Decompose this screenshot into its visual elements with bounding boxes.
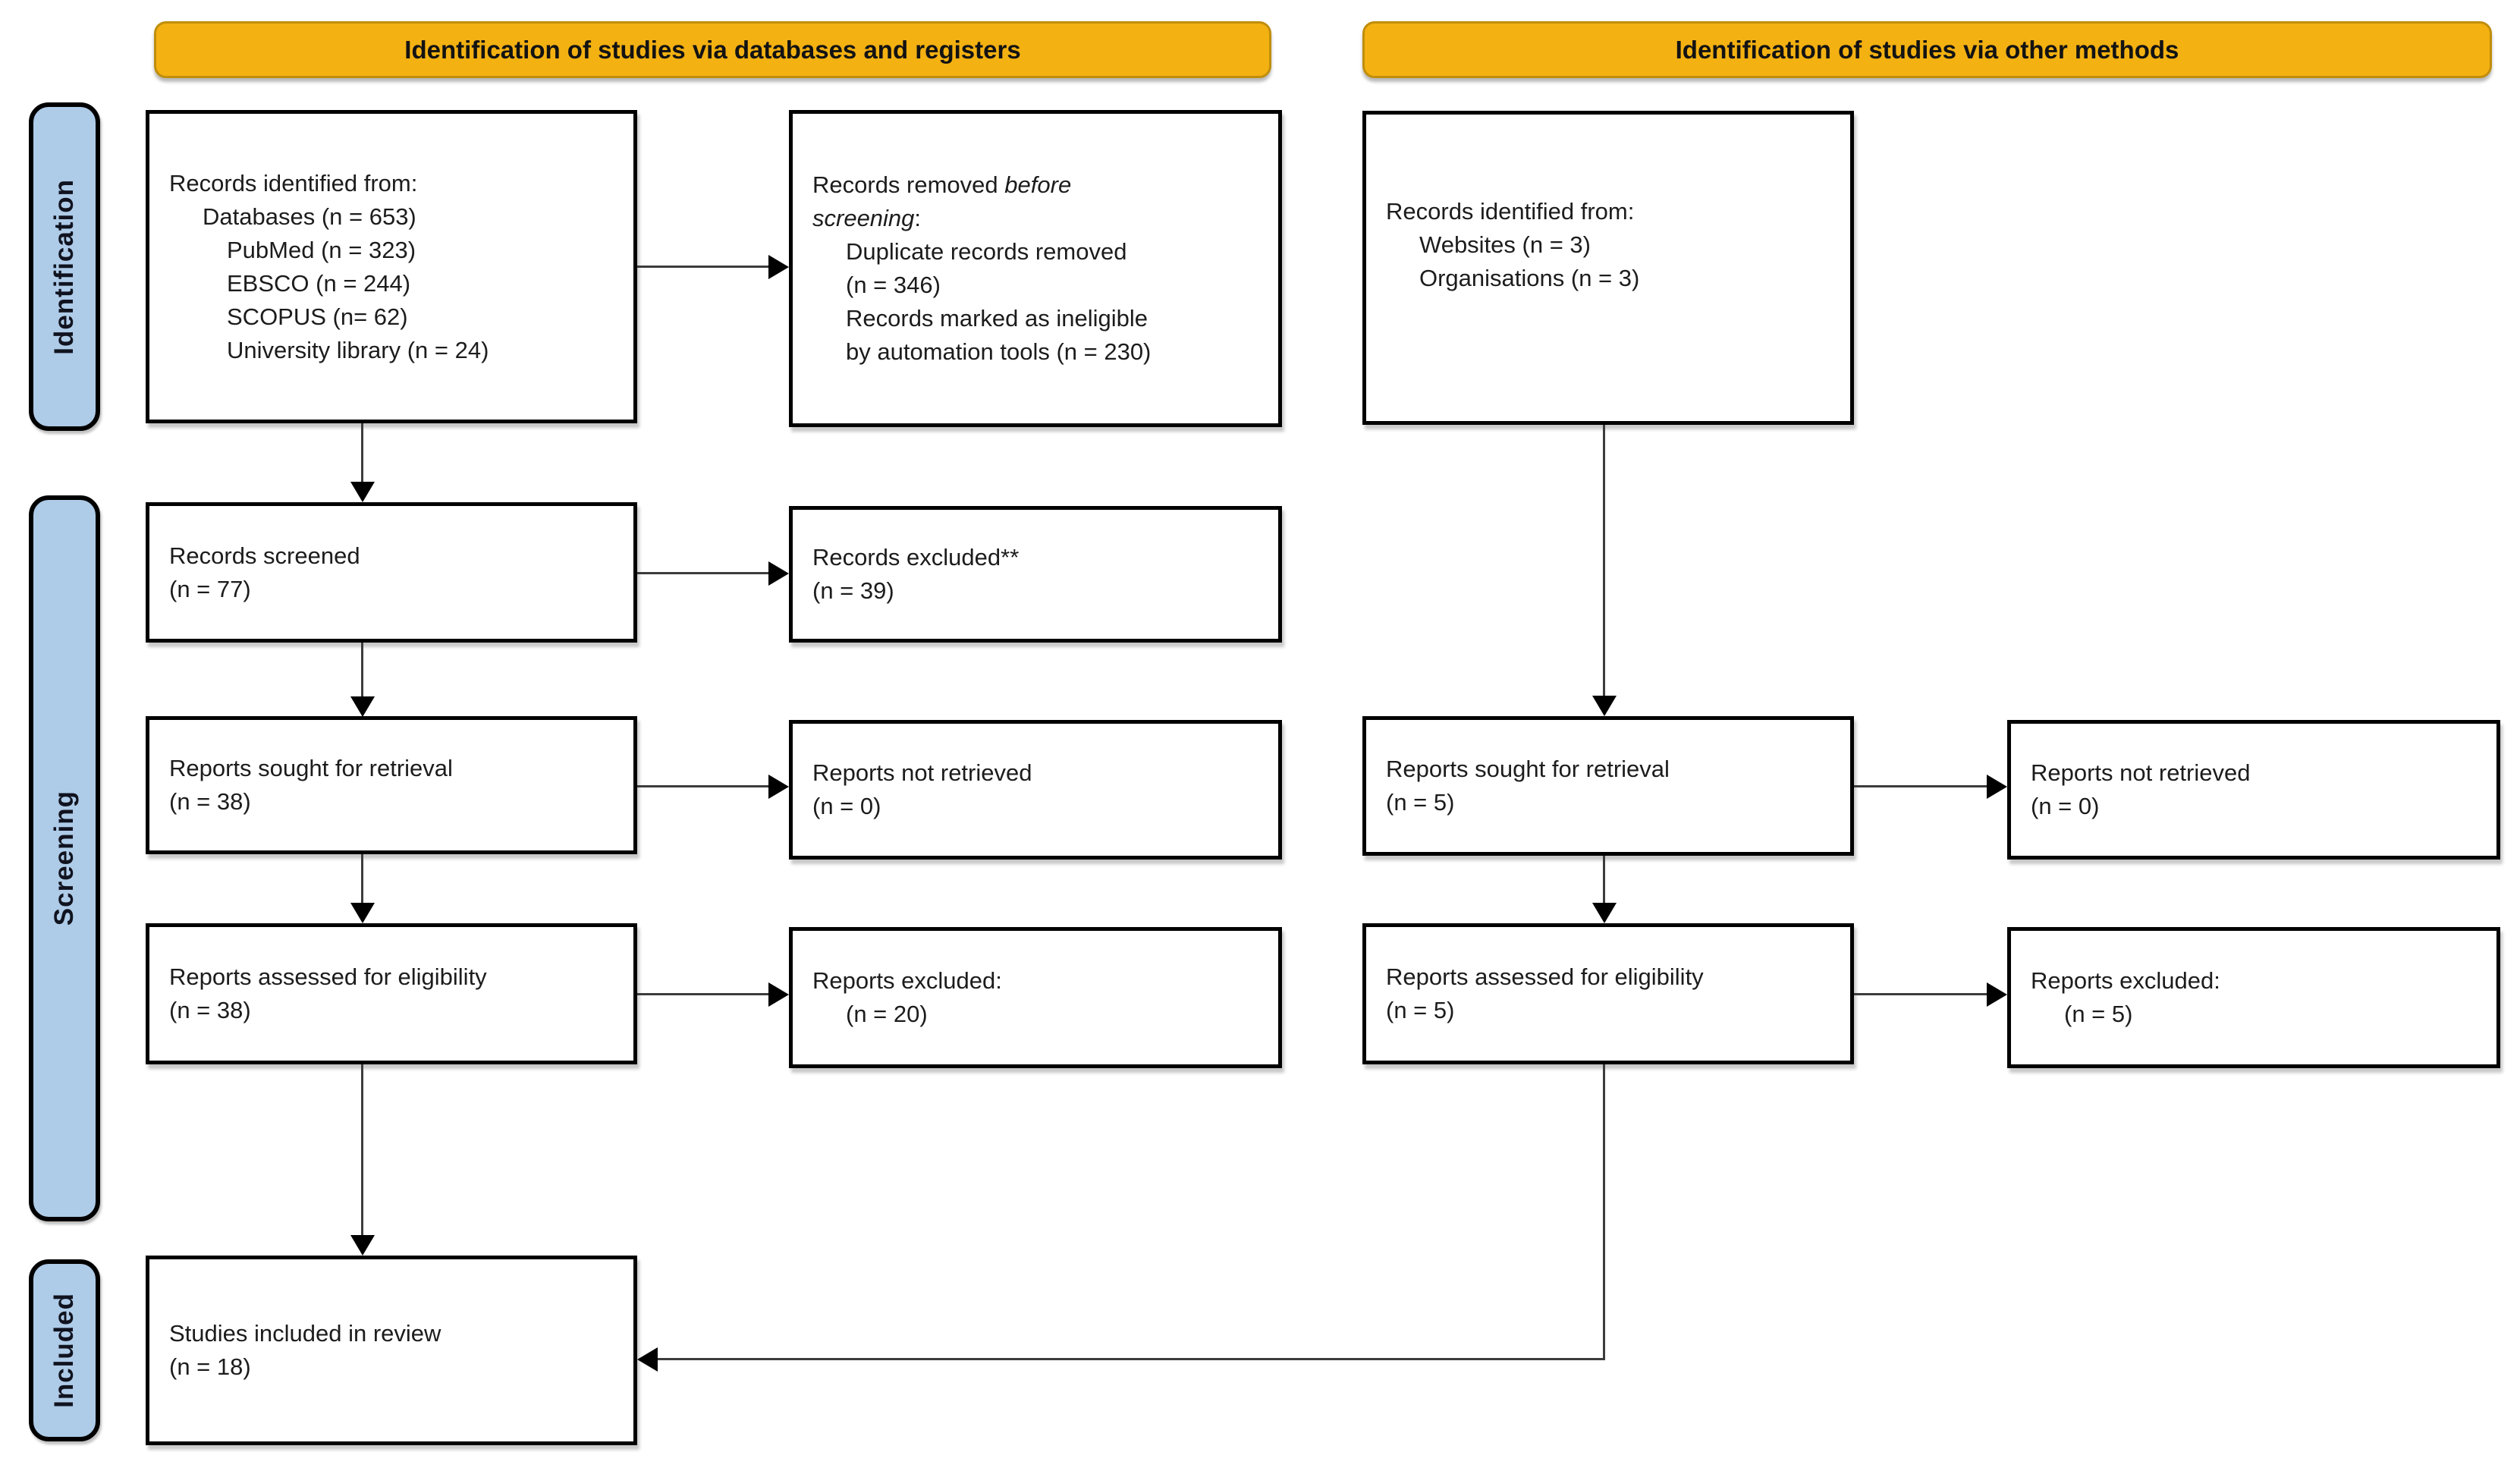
header-text: Identification of studies via databases … bbox=[404, 35, 1021, 64]
arrow-screened-to-sought-shaft bbox=[361, 643, 363, 697]
box-records-identified-databases: Records identified from: Databases (n = … bbox=[146, 110, 637, 423]
arrow-sought-to-notretrieved-shaft bbox=[637, 785, 769, 787]
text-line: (n = 5) bbox=[1386, 997, 1455, 1023]
arrow-other-assessed-to-excluded-shaft bbox=[1854, 993, 1987, 995]
text-line: Records identified from: bbox=[1386, 198, 1635, 225]
arrow-assessed-to-included-head bbox=[350, 1235, 375, 1256]
arrow-assessed-to-excluded-shaft bbox=[637, 993, 769, 995]
box-records-removed-before-screening: Records removed before screening: Duplic… bbox=[789, 110, 1282, 427]
arrow-other-sought-to-assessed-shaft bbox=[1603, 856, 1605, 904]
arrow-screened-to-sought-head bbox=[350, 696, 375, 717]
arrow-other-to-included-vertical-shaft bbox=[1603, 1064, 1605, 1360]
text-line: Reports assessed for eligibility bbox=[169, 963, 487, 990]
text-line: Records removed before bbox=[812, 168, 1268, 202]
text-line: Duplicate records removed bbox=[846, 238, 1127, 265]
header-text: Identification of studies via other meth… bbox=[1675, 35, 2179, 64]
arrow-other-sought-to-notretrieved-shaft bbox=[1854, 785, 1987, 787]
text-line: (n = 0) bbox=[812, 793, 881, 819]
text-line: Websites (n = 3) bbox=[1419, 231, 1591, 258]
text-line: PubMed (n = 323) bbox=[227, 236, 416, 263]
text-line: Records marked as ineligible bbox=[846, 305, 1148, 332]
arrow-sought-to-assessed-shaft bbox=[361, 854, 363, 904]
box-records-identified-other: Records identified from: Websites (n = 3… bbox=[1362, 111, 1854, 425]
stage-label-screening: Screening bbox=[29, 495, 100, 1221]
text-line: (n = 39) bbox=[812, 577, 894, 604]
stage-text: Included bbox=[49, 1293, 79, 1408]
arrow-other-to-included-horizontal-shaft bbox=[658, 1358, 1605, 1360]
stage-label-identification: Identification bbox=[29, 102, 100, 431]
text-line: (n = 38) bbox=[169, 788, 251, 815]
arrow-other-sought-to-assessed-head bbox=[1592, 903, 1617, 923]
header-other-methods: Identification of studies via other meth… bbox=[1362, 21, 2492, 78]
arrow-identified-to-removed-shaft bbox=[637, 266, 769, 268]
text-line: (n = 0) bbox=[2031, 793, 2100, 819]
box-studies-included: Studies included in review (n = 18) bbox=[146, 1256, 637, 1445]
box-records-excluded: Records excluded** (n = 39) bbox=[789, 506, 1282, 643]
arrow-sought-to-assessed-head bbox=[350, 903, 375, 923]
text-line: Records excluded** bbox=[812, 544, 1020, 570]
text-line: Records identified from: bbox=[169, 169, 418, 196]
box-reports-not-retrieved-other: Reports not retrieved (n = 0) bbox=[2007, 720, 2500, 860]
arrow-screened-to-excluded-shaft bbox=[637, 572, 769, 574]
text-line: Reports assessed for eligibility bbox=[1386, 963, 1704, 990]
text-line: (n = 20) bbox=[846, 1001, 928, 1027]
text-line: Reports excluded: bbox=[812, 967, 1002, 994]
text-line: EBSCO (n = 244) bbox=[227, 269, 411, 297]
box-reports-sought-databases: Reports sought for retrieval (n = 38) bbox=[146, 716, 637, 854]
text-line: by automation tools (n = 230) bbox=[846, 338, 1152, 365]
box-reports-assessed-other: Reports assessed for eligibility (n = 5) bbox=[1362, 923, 1854, 1064]
box-reports-sought-other: Reports sought for retrieval (n = 5) bbox=[1362, 716, 1854, 856]
text-line: Records screened bbox=[169, 542, 360, 569]
arrow-identified-to-screened-head bbox=[350, 482, 375, 502]
arrow-screened-to-excluded-head bbox=[768, 561, 789, 586]
text-line: Reports sought for retrieval bbox=[1386, 756, 1670, 782]
box-records-screened: Records screened (n = 77) bbox=[146, 502, 637, 643]
stage-text: Screening bbox=[49, 791, 79, 926]
text-line: Reports not retrieved bbox=[812, 759, 1032, 786]
text-line: Reports sought for retrieval bbox=[169, 755, 453, 781]
arrow-identified-to-removed-head bbox=[768, 255, 789, 279]
stage-label-included: Included bbox=[29, 1259, 100, 1441]
header-databases-registers: Identification of studies via databases … bbox=[154, 21, 1271, 78]
box-reports-excluded-other: Reports excluded: (n = 5) bbox=[2007, 927, 2500, 1068]
text-line: Databases (n = 653) bbox=[203, 203, 416, 230]
arrow-other-identified-to-sought-shaft bbox=[1603, 425, 1605, 696]
box-reports-excluded-databases: Reports excluded: (n = 20) bbox=[789, 927, 1282, 1068]
text-segment-italic: screening bbox=[812, 205, 915, 231]
arrow-other-sought-to-notretrieved-head bbox=[1987, 775, 2007, 799]
text-line: Reports excluded: bbox=[2031, 967, 2220, 994]
text-line: (n = 77) bbox=[169, 575, 251, 602]
text-segment-italic: before bbox=[1004, 171, 1072, 198]
box-reports-not-retrieved-databases: Reports not retrieved (n = 0) bbox=[789, 720, 1282, 860]
text-segment: : bbox=[914, 205, 922, 231]
text-line: (n = 5) bbox=[2064, 1001, 2133, 1027]
text-line: Reports not retrieved bbox=[2031, 759, 2251, 786]
box-reports-assessed-databases: Reports assessed for eligibility (n = 38… bbox=[146, 923, 637, 1064]
text-line: (n = 346) bbox=[846, 272, 941, 298]
stage-text: Identification bbox=[49, 178, 79, 355]
arrow-sought-to-notretrieved-head bbox=[768, 775, 789, 799]
text-line: (n = 5) bbox=[1386, 789, 1455, 816]
text-line: (n = 38) bbox=[169, 997, 251, 1023]
text-line: University library (n = 24) bbox=[227, 336, 489, 363]
arrow-identified-to-screened-shaft bbox=[361, 423, 363, 482]
text-line: Studies included in review bbox=[169, 1320, 441, 1347]
text-line: Organisations (n = 3) bbox=[1419, 265, 1640, 291]
arrow-other-to-included-head bbox=[637, 1347, 658, 1372]
text-line: screening: bbox=[812, 202, 1268, 235]
text-line: (n = 18) bbox=[169, 1353, 251, 1380]
arrow-other-assessed-to-excluded-head bbox=[1987, 982, 2007, 1007]
arrow-assessed-to-included-shaft bbox=[361, 1064, 363, 1236]
text-segment: Records removed bbox=[812, 171, 1005, 198]
arrow-assessed-to-excluded-head bbox=[768, 982, 789, 1007]
text-line: SCOPUS (n= 62) bbox=[227, 303, 408, 330]
arrow-other-identified-to-sought-head bbox=[1592, 696, 1617, 716]
